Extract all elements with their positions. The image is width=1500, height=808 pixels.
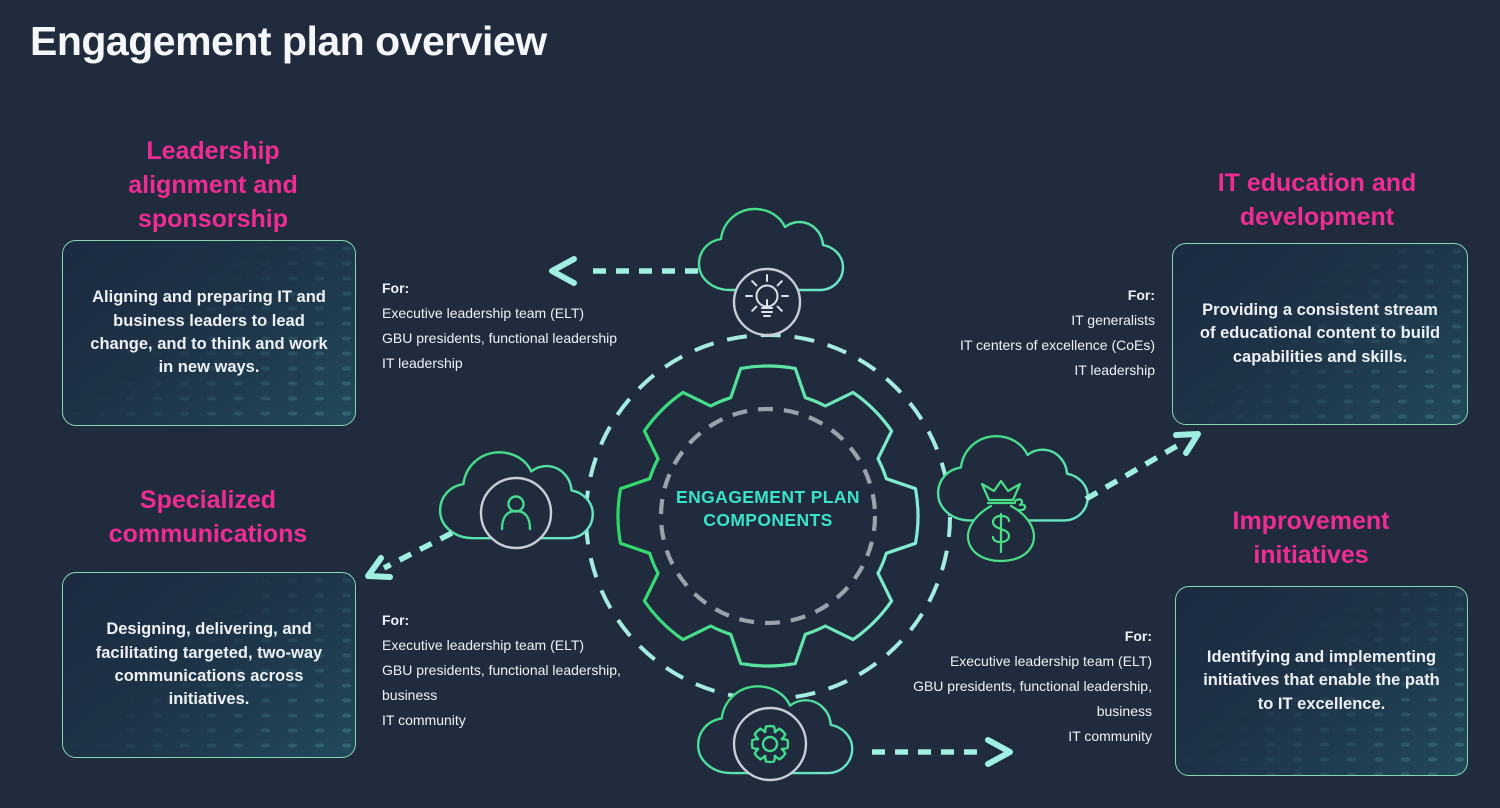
card-body-improvement-initiatives: Identifying and implementing initiatives… (1203, 647, 1440, 713)
heading-leadership-alignment: Leadership alignment and sponsorship (128, 137, 298, 233)
for-item: Executive leadership team (ELT) (949, 653, 1152, 669)
for-item: IT leadership (382, 355, 463, 371)
gear-icon (750, 724, 790, 764)
badge-ring-left (479, 476, 553, 550)
card-body-specialized-communications: Designing, delivering, and facilitating … (95, 620, 323, 709)
money-bag-icon (966, 479, 1035, 563)
for-item: IT centers of excellence (CoEs) (959, 337, 1155, 353)
info-card-leadership-alignment: Aligning and preparing IT and business l… (62, 240, 356, 426)
for-label: For: (382, 612, 410, 628)
for-label: For: (382, 280, 410, 296)
for-label: For: (1124, 628, 1152, 644)
for-item: business (1096, 703, 1152, 719)
heading-improvement-initiatives: Improvement initiatives (1232, 507, 1390, 569)
info-card-specialized-communications: Designing, delivering, and facilitating … (62, 572, 356, 758)
for-item: IT leadership (1074, 362, 1155, 378)
page-title: Engagement plan overview (30, 18, 547, 64)
for-item: business (382, 687, 438, 703)
card-body-it-education: Providing a consistent stream of educati… (1199, 300, 1441, 366)
cloud-bottom (696, 685, 854, 775)
center-label: ENGAGEMENT PLAN COMPONENTS (676, 487, 860, 531)
arrow-to-it-education (1084, 431, 1201, 502)
for-item: IT generalists (1071, 312, 1155, 328)
for-item: Executive leadership team (ELT) (382, 305, 585, 321)
info-card-it-education: Providing a consistent stream of educati… (1172, 243, 1468, 425)
for-item: IT community (382, 712, 466, 728)
lightbulb-icon (745, 274, 789, 317)
badge-ring-top (732, 267, 802, 337)
heading-specialized-communications: Specialized communications (108, 486, 308, 548)
for-item: GBU presidents, functional leadership (382, 330, 618, 346)
for-list-leadership-alignment: For: Executive leadership team (ELT) GBU… (382, 280, 672, 380)
heading-it-education: IT education and development (1217, 169, 1417, 231)
cloud-right (936, 435, 1090, 522)
cloud-top (697, 207, 845, 292)
for-item: GBU presidents, functional leadership, (913, 678, 1152, 694)
info-card-improvement-initiatives: Identifying and implementing initiatives… (1175, 586, 1468, 776)
for-label: For: (1127, 287, 1155, 303)
for-item: GBU presidents, functional leadership, (382, 662, 621, 678)
for-list-specialized-communications: For: Executive leadership team (ELT) GBU… (382, 612, 682, 737)
for-item: IT community (1068, 728, 1152, 744)
for-item: Executive leadership team (ELT) (382, 637, 585, 653)
person-icon (500, 495, 532, 531)
for-list-improvement-initiatives: For: Executive leadership team (ELT) GBU… (852, 628, 1152, 753)
badge-ring-bottom (732, 706, 808, 782)
card-body-leadership-alignment: Aligning and preparing IT and business l… (90, 288, 328, 377)
for-list-it-education: For: IT generalists IT centers of excell… (865, 287, 1155, 387)
cloud-left (438, 451, 594, 540)
arrow-to-specialized-communications (365, 530, 454, 580)
